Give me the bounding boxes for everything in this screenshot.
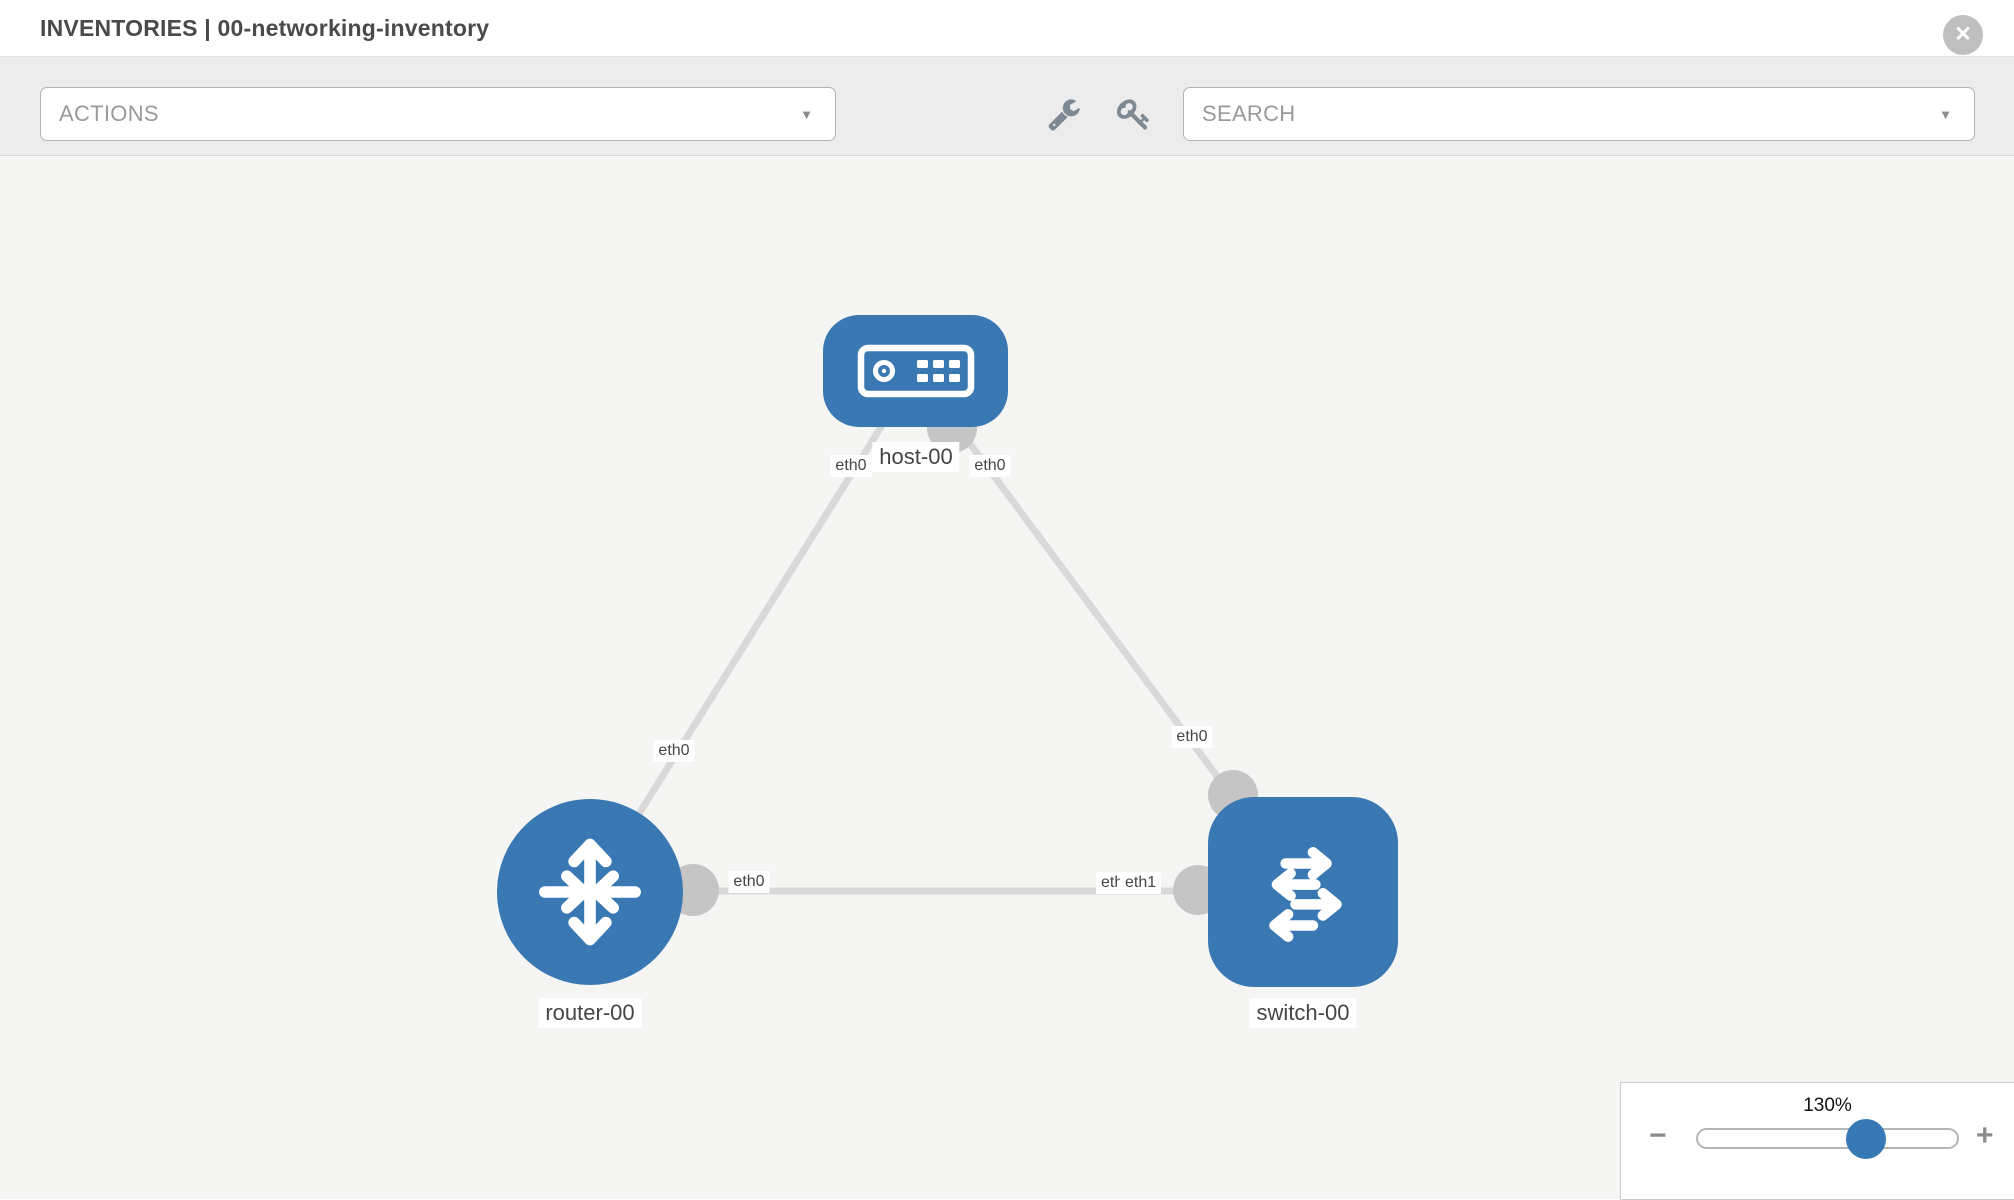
close-button[interactable]: ✕	[1943, 15, 1983, 55]
links-layer	[587, 368, 1306, 916]
topology-canvas[interactable]: host-00 router-00 switch-00 eth0 eth0 et…	[0, 156, 2014, 1200]
search-select-label: SEARCH	[1202, 101, 1296, 126]
iface-label-switch-eth1: eth1	[1120, 872, 1162, 894]
router-icon	[539, 838, 641, 946]
iface-label-router-uplink: eth0	[653, 740, 695, 762]
iface-label-switch-uplink: eth0	[1171, 726, 1213, 748]
zoom-slider-thumb[interactable]	[1846, 1119, 1886, 1159]
zoom-in-button[interactable]: +	[1976, 1119, 1994, 1153]
wrench-icon	[1048, 99, 1080, 131]
iface-label-host-right: eth0	[969, 455, 1011, 477]
toolbar: ACTIONS ▼ SEARCH ▼	[0, 57, 2014, 156]
chevron-down-icon: ▼	[1939, 106, 1952, 122]
zoom-out-button[interactable]: −	[1649, 1119, 1667, 1153]
header-bar: INVENTORIES | 00-networking-inventory ✕	[0, 0, 2014, 57]
zoom-panel: 130% − +	[1620, 1082, 2014, 1200]
node-label-router: router-00	[538, 998, 642, 1028]
search-select[interactable]: SEARCH ▼	[1183, 87, 1975, 141]
iface-label-host-left: eth0	[830, 455, 872, 477]
iface-label-router-lan: eth0	[728, 871, 770, 893]
page-title: INVENTORIES | 00-networking-inventory	[40, 15, 490, 41]
chevron-down-icon: ▼	[800, 106, 813, 122]
minus-icon: −	[1649, 1119, 1667, 1152]
configure-button[interactable]	[1046, 97, 1082, 133]
zoom-percentage: 130%	[1803, 1095, 1852, 1116]
plus-icon: +	[1976, 1119, 1994, 1152]
node-host-00[interactable]	[823, 315, 1008, 427]
node-label-switch: switch-00	[1249, 998, 1357, 1028]
switch-icon	[1269, 847, 1342, 942]
node-switch-00[interactable]	[1208, 797, 1398, 987]
zoom-slider[interactable]	[1696, 1119, 1959, 1159]
node-label-host: host-00	[872, 442, 960, 472]
actions-select[interactable]: ACTIONS ▼	[40, 87, 836, 141]
key-icon	[1117, 99, 1149, 130]
close-icon: ✕	[1954, 23, 1972, 46]
host-icon	[857, 344, 974, 398]
actions-select-label: ACTIONS	[59, 101, 159, 126]
node-router-00[interactable]	[497, 799, 683, 985]
credentials-button[interactable]	[1116, 97, 1152, 133]
